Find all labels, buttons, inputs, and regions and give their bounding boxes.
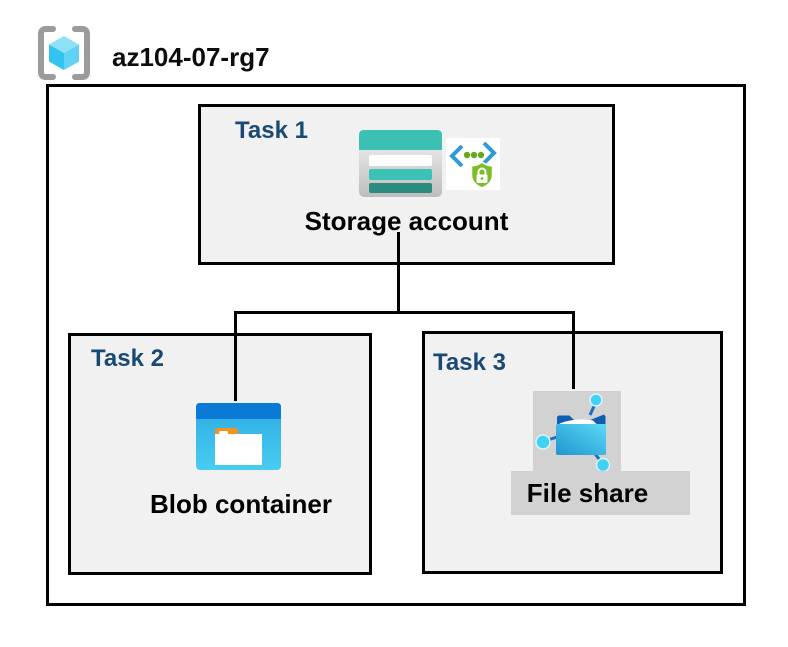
task3-label: Task 3 [433, 349, 506, 376]
connector-to-file-share [572, 311, 575, 389]
task2-label: Task 2 [91, 345, 164, 372]
secure-endpoint-icon [446, 138, 500, 190]
resource-group-name: az104-07-rg7 [112, 42, 270, 72]
storage-account-icon [359, 130, 442, 197]
connector-branch-horizontal [234, 311, 575, 314]
task1-box: Task 1 [198, 104, 615, 265]
task3-resource-label: File share [511, 471, 690, 515]
connector-to-blob-container [234, 311, 237, 401]
task1-label: Task 1 [235, 117, 308, 144]
connector-storage-stem [397, 232, 400, 312]
blob-container-icon [196, 403, 281, 470]
task2-resource-label: Blob container [149, 489, 332, 519]
task2-box: Task 2 Blob container [68, 333, 372, 575]
resource-group-icon [36, 24, 92, 82]
file-share-icon [533, 391, 621, 473]
task1-resource-label: Storage account [304, 206, 509, 236]
